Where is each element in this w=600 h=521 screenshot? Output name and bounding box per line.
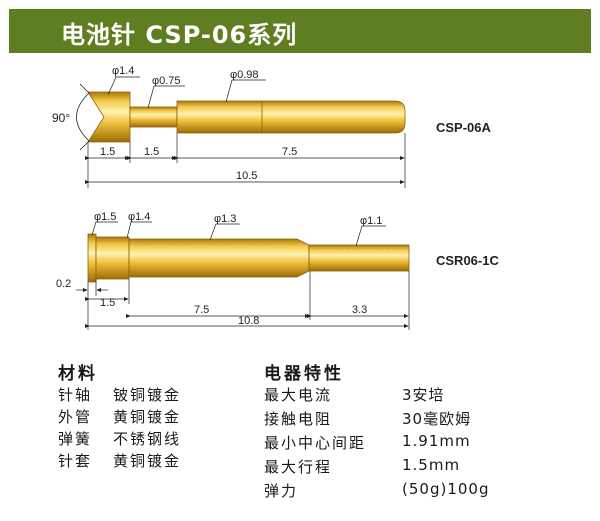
pin-a-dia-1: φ1.4	[112, 65, 134, 77]
material-row: 针轴 铍铜镀金	[58, 384, 238, 404]
title-banner: 电池针 CSP-06系列	[9, 9, 591, 53]
material-value: 黄铜镀金	[113, 408, 182, 426]
pin-b-diameter-labels: φ1.5 φ1.4 φ1.3 φ1.1	[91, 211, 386, 247]
electrical-row: 最大电流 3安培	[264, 384, 524, 406]
property-value: (50g)100g	[402, 480, 490, 498]
electrical-row: 最大行程 1.5mm	[264, 456, 524, 478]
pin-b-dia-3: φ1.3	[214, 213, 236, 225]
pin-b-plunger	[308, 244, 410, 272]
pin-a-total-length: 10.5	[236, 170, 257, 182]
pin-a-len-3: 7.5	[282, 146, 297, 158]
pin-b-len-3: 3.3	[352, 304, 367, 316]
material-row: 外管 黄铜镀金	[58, 406, 238, 426]
pin-a-dia-2: φ0.75	[152, 75, 181, 87]
angle-label: 90°	[52, 111, 70, 125]
pin-b-dimensions	[76, 271, 410, 330]
model-label-a: CSP-06A	[436, 120, 492, 135]
property-name: 接触电阻	[264, 410, 333, 428]
material-row: 针套 黄铜镀金	[58, 450, 238, 470]
material-part: 针套	[58, 452, 93, 470]
material-part: 针轴	[58, 386, 93, 404]
pin-a-head	[87, 91, 131, 143]
property-value: 1.5mm	[402, 456, 461, 474]
electrical-title: 电器特性	[264, 364, 344, 384]
model-label-b: CSR06-1C	[436, 253, 499, 268]
pin-b-len-1: 1.5	[100, 297, 115, 309]
pin-a-len-1: 1.5	[100, 146, 115, 158]
property-value: 1.91mm	[402, 432, 471, 450]
pin-a-neck	[129, 106, 178, 128]
pin-b-total-length: 10.8	[238, 315, 259, 327]
page-title: 电池针 CSP-06系列	[61, 21, 298, 49]
pin-b-offset: 0.2	[56, 278, 71, 290]
electrical-row: 接触电阻 30毫欧姆	[264, 408, 524, 430]
pin-b-len-2: 7.5	[194, 304, 209, 316]
material-row: 弹簧 不锈钢线	[58, 428, 238, 448]
material-value: 黄铜镀金	[113, 452, 182, 470]
property-name: 最大行程	[264, 458, 333, 476]
pin-a-dimensions	[84, 133, 406, 188]
pin-a-dia-3: φ0.98	[230, 69, 259, 81]
pin-a-diameter-labels: φ1.4 φ0.75 φ0.98	[107, 65, 266, 109]
pin-b-collar	[95, 236, 130, 280]
electrical-row: 最小中心间距 1.91mm	[264, 432, 524, 454]
property-name: 最大电流	[264, 386, 333, 404]
material-part: 弹簧	[58, 430, 93, 448]
pin-a-shaft	[176, 100, 406, 134]
pin-csr06-1c	[87, 233, 410, 283]
materials-title: 材料	[58, 364, 98, 384]
pin-b-dia-4: φ1.1	[360, 215, 382, 227]
property-name: 最小中心间距	[264, 434, 367, 452]
technical-drawing: 90° φ1.4 φ0.75 φ0.98 1.5 1.5 7.5 10.5 CS…	[52, 65, 499, 330]
material-part: 外管	[58, 408, 93, 426]
pin-a-len-2: 1.5	[144, 146, 159, 158]
pin-b-dia-1: φ1.5	[94, 211, 116, 223]
property-value: 30毫欧姆	[402, 410, 472, 428]
material-value: 铍铜镀金	[113, 386, 182, 404]
electrical-row: 弹力 (50g)100g	[264, 480, 524, 502]
pin-csp-06a	[87, 91, 406, 143]
property-value: 3安培	[402, 386, 445, 404]
pin-b-rim	[87, 233, 97, 283]
property-name: 弹力	[264, 482, 299, 500]
material-value: 不锈钢线	[113, 430, 182, 448]
angle-annotation: 90°	[52, 83, 90, 151]
pin-b-barrel	[128, 238, 310, 278]
pin-b-dia-2: φ1.4	[128, 211, 150, 223]
